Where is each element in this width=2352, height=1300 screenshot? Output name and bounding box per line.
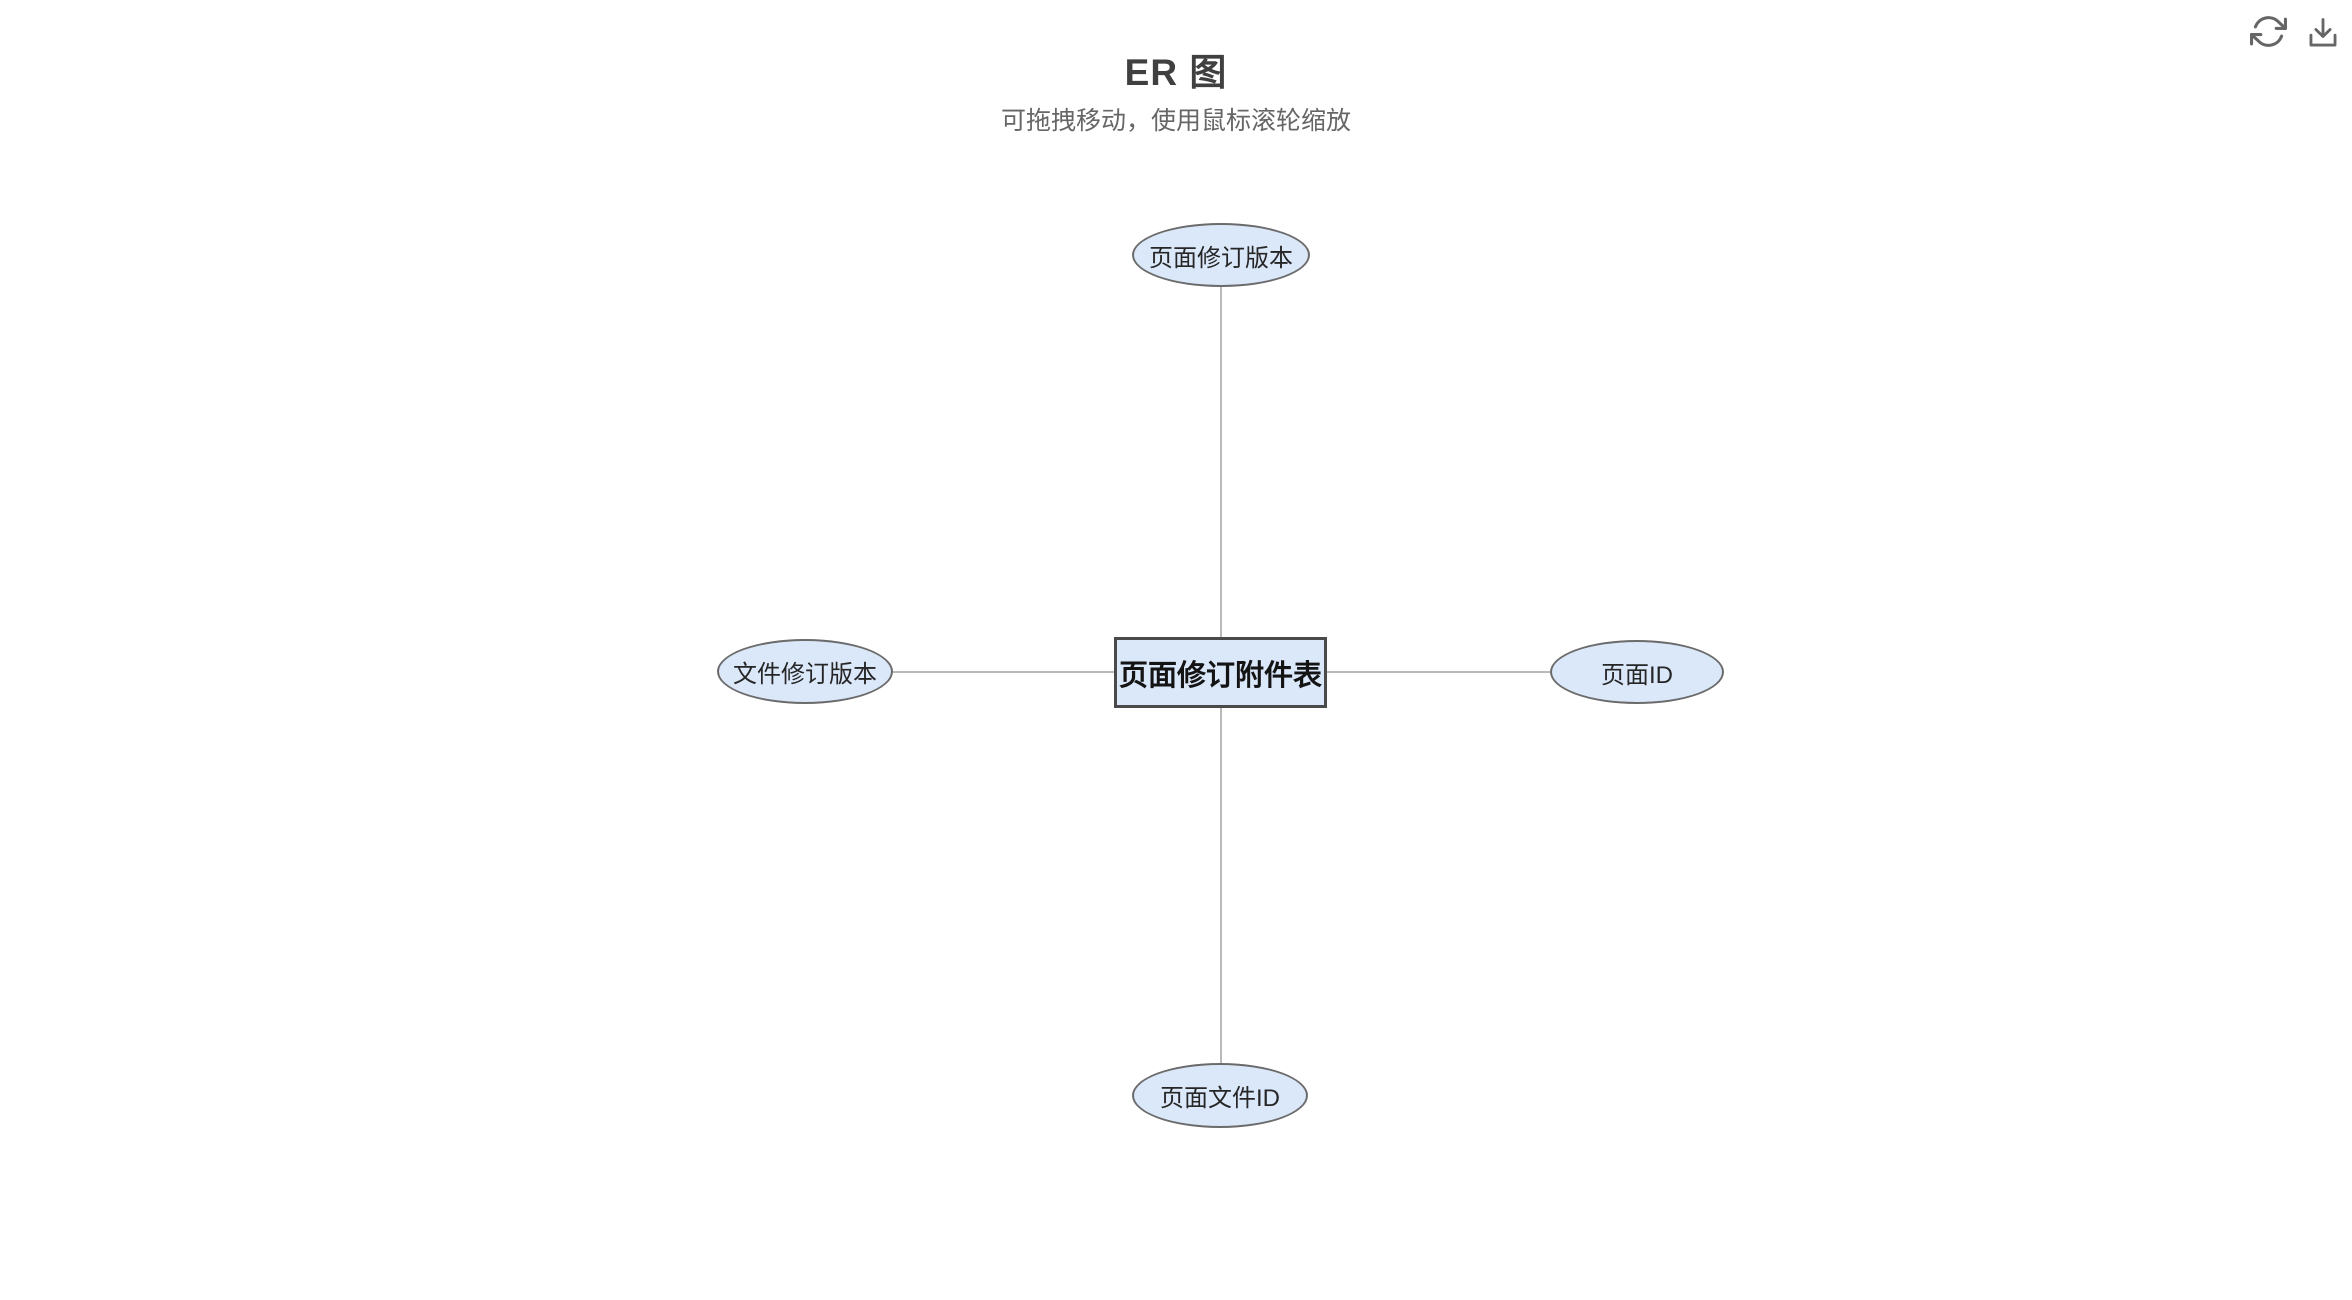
- download-icon: [2306, 18, 2340, 53]
- entity-label: 页面修订附件表: [1118, 659, 1322, 692]
- page-subtitle: 可拖拽移动，使用鼠标滚轮缩放: [1000, 107, 1351, 135]
- attribute-node-left[interactable]: 文件修订版本: [717, 639, 893, 704]
- attribute-node-right[interactable]: 页面ID: [1550, 640, 1724, 704]
- attribute-node-bottom[interactable]: 页面文件ID: [1132, 1063, 1308, 1128]
- attribute-label: 页面文件ID: [1160, 1085, 1280, 1112]
- page-title: ER 图: [1124, 52, 1228, 93]
- attribute-label: 页面修订版本: [1149, 244, 1293, 272]
- attribute-label: 页面ID: [1601, 661, 1673, 689]
- entity-node[interactable]: 页面修订附件表: [1114, 637, 1327, 708]
- download-button[interactable]: [2306, 16, 2340, 50]
- attribute-node-top[interactable]: 页面修订版本: [1132, 223, 1310, 287]
- refresh-button[interactable]: [2250, 13, 2287, 50]
- attribute-label: 文件修订版本: [733, 661, 877, 688]
- refresh-icon: [2250, 16, 2287, 53]
